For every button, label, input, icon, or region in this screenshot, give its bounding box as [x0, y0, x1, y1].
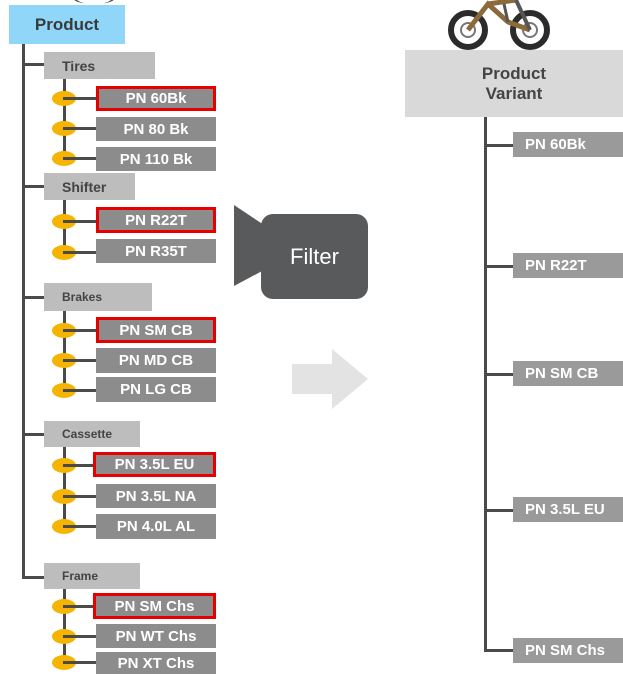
- connector: [22, 433, 44, 436]
- connector: [63, 605, 96, 608]
- connector: [63, 127, 96, 130]
- variant-part-pn-sm-cb[interactable]: PN SM CB: [513, 361, 623, 386]
- connector: [484, 509, 513, 512]
- connector: [484, 373, 513, 376]
- connector: [63, 97, 96, 100]
- connector: [63, 251, 96, 254]
- top-edge-mark: [74, 0, 114, 4]
- connector: [22, 296, 44, 299]
- product-variant-box: Product Variant: [405, 50, 623, 117]
- product-root-box: Product: [9, 5, 125, 44]
- part-pn-3-5l-na[interactable]: PN 3.5L NA: [96, 484, 216, 508]
- variant-title-line1: Product: [481, 63, 547, 83]
- variant-part-pn-3-5l-eu[interactable]: PN 3.5L EU: [513, 497, 623, 522]
- group-tires: Tires: [44, 52, 155, 79]
- connector: [63, 329, 96, 332]
- variant-part-pn-sm-chs[interactable]: PN SM Chs: [513, 638, 623, 663]
- callout-pointer: [234, 205, 264, 286]
- variant-spine-line: [484, 117, 487, 651]
- part-pn-sm-cb[interactable]: PN SM CB: [96, 317, 216, 343]
- group-frame: Frame: [44, 563, 140, 589]
- part-pn-wt-chs[interactable]: PN WT Chs: [96, 624, 216, 648]
- part-pn-3-5l-eu[interactable]: PN 3.5L EU: [93, 452, 216, 477]
- connector: [484, 265, 513, 268]
- connector: [63, 495, 96, 498]
- part-pn-r22t[interactable]: PN R22T: [96, 207, 216, 233]
- part-pn-110-bk[interactable]: PN 110 Bk: [96, 147, 216, 171]
- variant-part-pn-r22t[interactable]: PN R22T: [513, 253, 623, 278]
- connector: [63, 157, 96, 160]
- part-pn-sm-chs[interactable]: PN SM Chs: [93, 593, 216, 619]
- connector: [63, 661, 96, 664]
- connector: [63, 311, 66, 391]
- part-pn-r35t[interactable]: PN R35T: [96, 239, 216, 263]
- connector: [484, 144, 513, 147]
- connector: [63, 79, 66, 158]
- bicycle-icon: [448, 0, 550, 50]
- connector: [63, 220, 96, 223]
- right-arrow-icon: [292, 349, 368, 409]
- connector: [484, 649, 513, 652]
- group-brakes: Brakes: [44, 283, 152, 311]
- variant-title-line2: Variant: [485, 83, 543, 103]
- part-pn-md-cb[interactable]: PN MD CB: [96, 348, 216, 373]
- part-pn-xt-chs[interactable]: PN XT Chs: [96, 652, 216, 674]
- variant-part-pn-60bk[interactable]: PN 60Bk: [513, 132, 623, 157]
- connector: [63, 589, 66, 663]
- part-pn-4-0l-al[interactable]: PN 4.0L AL: [96, 514, 216, 539]
- filter-callout: Filter: [261, 214, 368, 299]
- connector: [63, 525, 96, 528]
- connector: [22, 185, 44, 188]
- group-cassette: Cassette: [44, 421, 140, 447]
- connector: [63, 359, 96, 362]
- part-pn-80-bk[interactable]: PN 80 Bk: [96, 117, 216, 141]
- connector: [63, 447, 66, 527]
- connector: [63, 635, 96, 638]
- connector: [63, 464, 96, 467]
- product-spine-line: [22, 44, 25, 579]
- connector: [22, 576, 44, 579]
- part-pn-lg-cb[interactable]: PN LG CB: [96, 377, 216, 402]
- connector: [22, 63, 44, 66]
- group-shifter: Shifter: [44, 173, 135, 200]
- part-pn-60bk[interactable]: PN 60Bk: [96, 86, 216, 111]
- connector: [63, 389, 96, 392]
